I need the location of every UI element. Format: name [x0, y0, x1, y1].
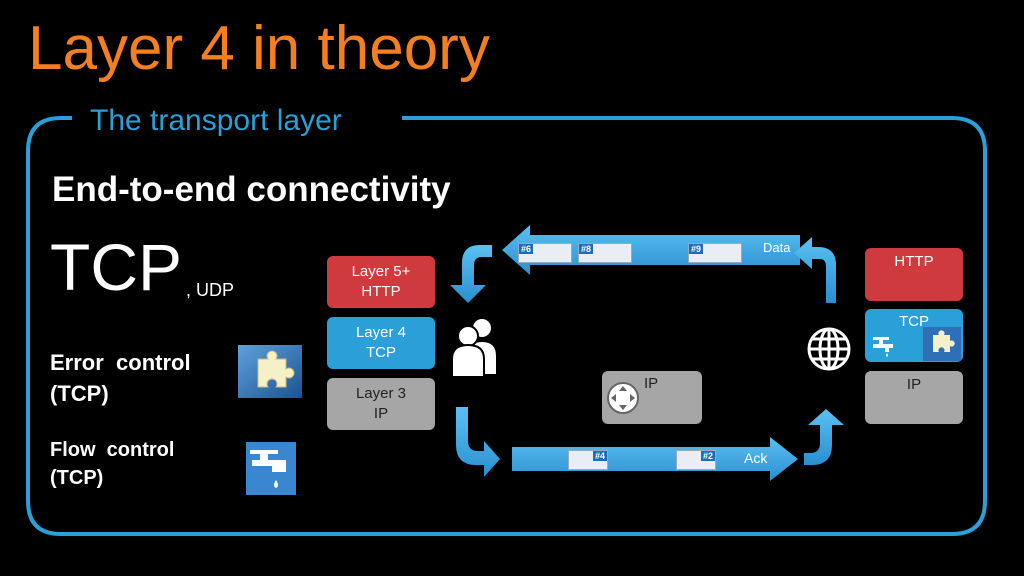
remote-http-box: HTTP	[865, 248, 963, 301]
layer-4-box: Layer 4 TCP	[327, 317, 435, 369]
curve-arrow-right-lower	[804, 409, 844, 465]
content-frame	[26, 116, 987, 536]
globe-icon	[807, 327, 851, 371]
slide-subtitle: The transport layer	[90, 104, 342, 137]
puzzle-icon	[238, 345, 302, 398]
data-label: Data	[763, 240, 791, 255]
layer-4-protocol: TCP	[366, 344, 396, 361]
router-box: IP	[602, 371, 702, 424]
error-control-text: Error control (TCP)	[50, 347, 230, 409]
layer-5-protocol: HTTP	[361, 283, 401, 300]
protocol-udp-label: UDP	[196, 280, 235, 300]
layer-3-box: Layer 3 IP	[327, 378, 435, 430]
remote-tcp-box: TCP	[865, 309, 963, 362]
protocol-separator: ,	[186, 280, 192, 300]
data-packet-9: #9	[688, 243, 742, 263]
remote-ip-label: IP	[906, 376, 922, 393]
curve-arrow-right	[794, 237, 836, 303]
flow-control-line2: (TCP)	[50, 467, 104, 489]
flow-control-text: Flow control (TCP)	[50, 436, 230, 492]
faucet-icon	[246, 442, 296, 495]
ack-arrow	[512, 437, 798, 481]
router-label: IP	[644, 375, 659, 392]
ack-packet-2: #2	[676, 450, 716, 470]
layer-5-title: Layer 5+	[351, 263, 411, 280]
ack-packet-4-label: #4	[592, 451, 607, 461]
layer-3-title: Layer 3	[355, 385, 407, 402]
data-packet-8-label: #8	[579, 244, 594, 254]
puzzle-icon	[923, 327, 961, 361]
users-icon	[451, 319, 496, 378]
error-control-line1: Error control	[50, 350, 191, 375]
remote-tcp-label: TCP	[899, 313, 929, 330]
error-control-line2: (TCP)	[50, 381, 109, 406]
ack-packet-2-label: #2	[700, 451, 715, 461]
curve-arrow-left-lower	[456, 407, 500, 477]
curve-arrow-left	[450, 245, 492, 303]
protocol-tcp: TCP	[50, 230, 182, 304]
ack-packet-4: #4	[568, 450, 608, 470]
data-packet-6: #6	[518, 243, 572, 263]
flow-diagram	[450, 225, 844, 481]
data-packet-8: #8	[578, 243, 632, 263]
remote-ip-box: IP	[865, 371, 963, 424]
remote-http-label: HTTP	[894, 253, 934, 270]
flow-control-line1: Flow control	[50, 439, 175, 461]
ack-label: Ack	[744, 450, 768, 466]
section-heading: End-to-end connectivity	[52, 170, 451, 209]
router-icon	[607, 382, 639, 414]
layer-3-protocol: IP	[373, 405, 389, 422]
layer-4-title: Layer 4	[355, 324, 407, 341]
slide-title: Layer 4 in theory	[28, 14, 490, 83]
data-packet-6-label: #6	[519, 244, 534, 254]
faucet-icon	[873, 337, 893, 357]
layer-5-box: Layer 5+ HTTP	[327, 256, 435, 308]
data-packet-9-label: #9	[689, 244, 704, 254]
protocol-udp: , UDP	[186, 280, 234, 301]
